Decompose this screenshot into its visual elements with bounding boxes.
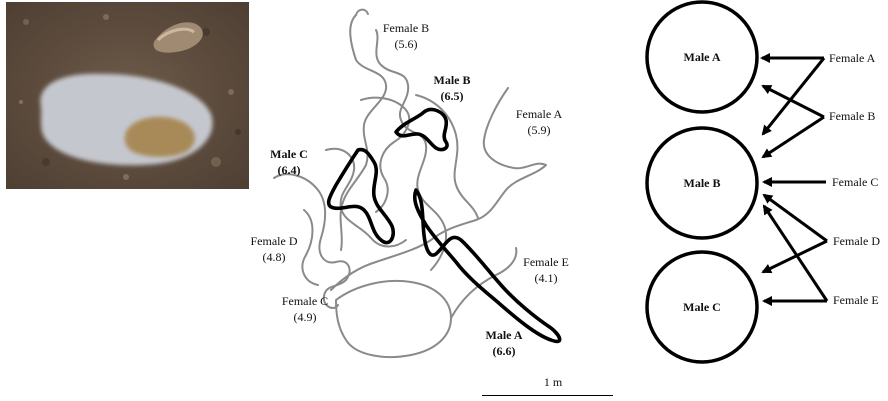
male-b-value: (6.5)	[441, 89, 464, 103]
female-b-node-label: Female B	[829, 109, 875, 123]
male-b-label: Male B	[434, 73, 471, 87]
male-b-track	[396, 110, 447, 150]
male-c-node-label: Male C	[683, 300, 721, 314]
female-b-track	[341, 15, 387, 250]
female-b-label: Female B	[383, 21, 429, 35]
female-a-node-label: Female A	[829, 51, 876, 65]
arrow-female-d-male-c	[763, 241, 827, 272]
male-a-label: Male A	[486, 328, 523, 342]
male-c-value: (6.4)	[278, 163, 301, 177]
female-e-value: (4.1)	[535, 271, 558, 285]
arrow-female-b-male-a	[763, 86, 824, 117]
male-c-label: Male C	[270, 147, 308, 161]
female-c-track	[336, 281, 451, 357]
network-diagram: Male A Male B Male C Female A Female B F…	[626, 0, 888, 396]
male-b-node-label: Male B	[684, 176, 721, 190]
female-c-label: Female C	[282, 294, 328, 308]
female-e-label: Female E	[523, 255, 569, 269]
female-d-value: (4.8)	[263, 250, 286, 264]
female-d-label: Female D	[251, 234, 298, 248]
female-a-label: Female A	[516, 107, 563, 121]
scale-label: 1 m	[544, 375, 563, 389]
track-map: Female B (5.6) Male B (6.5) Female A (5.…	[246, 0, 626, 396]
female-d-node-label: Female D	[833, 234, 880, 248]
arrow-female-e-male-b	[764, 206, 827, 301]
egg-mass-photo	[6, 2, 249, 189]
female-e-node-label: Female E	[833, 293, 879, 307]
female-c-node-label: Female C	[832, 175, 878, 189]
female-b-value: (5.6)	[395, 37, 418, 51]
female-a-value: (5.9)	[528, 123, 551, 137]
photo-panel	[6, 2, 249, 189]
female-c-value: (4.9)	[294, 310, 317, 324]
male-a-node-label: Male A	[684, 50, 721, 64]
male-a-value: (6.6)	[493, 344, 516, 358]
